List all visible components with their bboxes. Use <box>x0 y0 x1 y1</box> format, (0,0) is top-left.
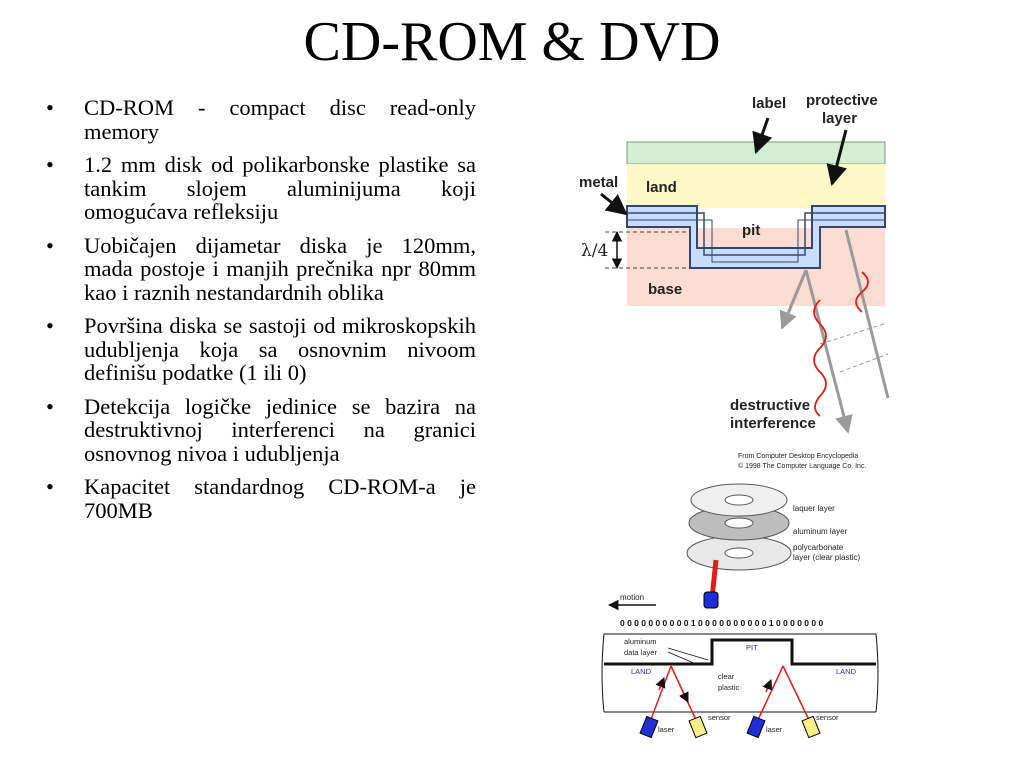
clear-plastic-text-2: plastic <box>718 683 740 692</box>
data-layer-profile <box>604 638 876 666</box>
bullet-item: Kapacitet standardnog CD-ROM-a je 700MB <box>40 475 476 522</box>
bullet-item: Površina diska se sastoji od mikroskopsk… <box>40 314 476 385</box>
destructive-text: destructive <box>730 397 810 414</box>
bullet-item: 1.2 mm disk od polikarbonske plastike sa… <box>40 153 476 224</box>
bit-string: 0 0 0 0 0 0 0 0 0 0 1 0 0 0 0 0 0 0 0 0 … <box>620 618 823 628</box>
land-label-right: LAND <box>836 667 857 676</box>
bullet-item: Uobičajen dijametar diska je 120mm, mada… <box>40 233 476 305</box>
bullet-list: CD-ROM - compact disc read-only memory 1… <box>40 96 476 532</box>
laser-left <box>639 715 659 739</box>
laser-left-text: laser <box>658 725 675 734</box>
metal-text: metal <box>579 174 618 191</box>
polycarbonate-text: polycarbonate <box>793 543 844 552</box>
clear-plastic-text: clear <box>718 672 735 681</box>
metal-layer <box>626 205 886 269</box>
land-label-left: LAND <box>631 667 652 676</box>
bullet-item: CD-ROM - compact disc read-only memory <box>40 96 476 143</box>
credit-text-2: © 1998 The Computer Language Co. Inc. <box>738 462 866 470</box>
laser-device <box>703 591 719 609</box>
land-text: land <box>646 179 677 196</box>
aluminum-layer-text: aluminum layer <box>793 527 848 536</box>
laser-right <box>746 715 766 739</box>
base-text: base <box>648 281 682 298</box>
lambda-text: λ/4 <box>581 241 608 261</box>
sensor-right-text: sensor <box>816 713 839 722</box>
aluminum-data-text: aluminum <box>624 637 657 646</box>
credit-text: From Computer Desktop Encyclopedia <box>738 453 858 460</box>
sensor-left <box>688 715 708 739</box>
sensor-right <box>801 715 821 739</box>
sensor-left-text: sensor <box>708 713 731 722</box>
polycarbonate-text-2: layer (clear plastic) <box>793 553 860 562</box>
aluminum-data-text-2: data layer <box>624 648 657 657</box>
pit-text: pit <box>742 222 760 239</box>
laser-right-text: laser <box>766 725 783 734</box>
motion-text: motion <box>620 593 644 602</box>
protective-layer-text: protective <box>806 92 878 109</box>
laquer-layer-text: laquer layer <box>793 504 835 513</box>
label-text: label <box>752 95 786 112</box>
slide-title: CD-ROM & DVD <box>303 11 721 73</box>
pit-label: PIT <box>746 643 758 652</box>
bullet-item: Detekcija logičke jedinice se bazira na … <box>40 394 476 466</box>
protective-layer-text-2: layer <box>822 110 857 127</box>
interference-text: interference <box>730 415 816 432</box>
